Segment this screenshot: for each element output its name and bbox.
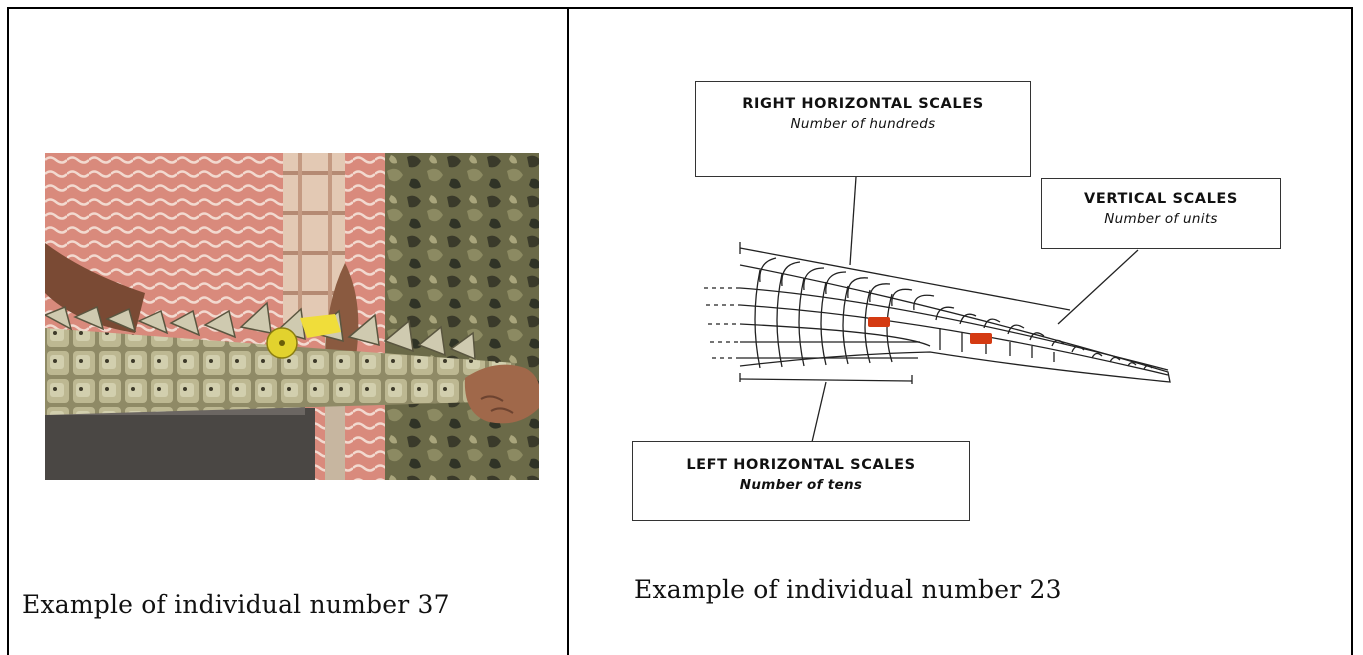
- tail-scale-diagram: [704, 176, 1171, 443]
- figure-frame: [7, 7, 1353, 655]
- right-caption: Example of individual number 23: [634, 575, 1062, 604]
- label-title: VERTICAL SCALES: [1084, 191, 1238, 207]
- panel-divider: [567, 7, 569, 655]
- leader-line-vertical: [1057, 249, 1139, 325]
- label-left-horizontal-scales: LEFT HORIZONTAL SCALES Number of tens: [632, 441, 970, 521]
- cut-marker-hundreds: [868, 317, 890, 327]
- label-subtitle: Number of units: [1104, 211, 1218, 227]
- label-subtitle: Number of hundreds: [790, 116, 936, 132]
- bracket-top: [739, 247, 1071, 311]
- leader-line-left-horizontal: [811, 381, 827, 443]
- tail-outline: [739, 264, 1171, 383]
- label-vertical-scales: VERTICAL SCALES Number of units: [1041, 178, 1281, 249]
- label-title: LEFT HORIZONTAL SCALES: [686, 457, 916, 473]
- leader-line-right-horizontal: [849, 176, 857, 266]
- label-subtitle: Number of tens: [739, 477, 863, 493]
- crocodile-tail-photo: [45, 153, 539, 480]
- bracket-bottom: [739, 378, 913, 382]
- label-title: RIGHT HORIZONTAL SCALES: [742, 96, 984, 112]
- label-right-horizontal-scales: RIGHT HORIZONTAL SCALES Number of hundre…: [695, 81, 1031, 177]
- cut-marker-units: [970, 333, 992, 344]
- left-caption: Example of individual number 37: [22, 590, 450, 619]
